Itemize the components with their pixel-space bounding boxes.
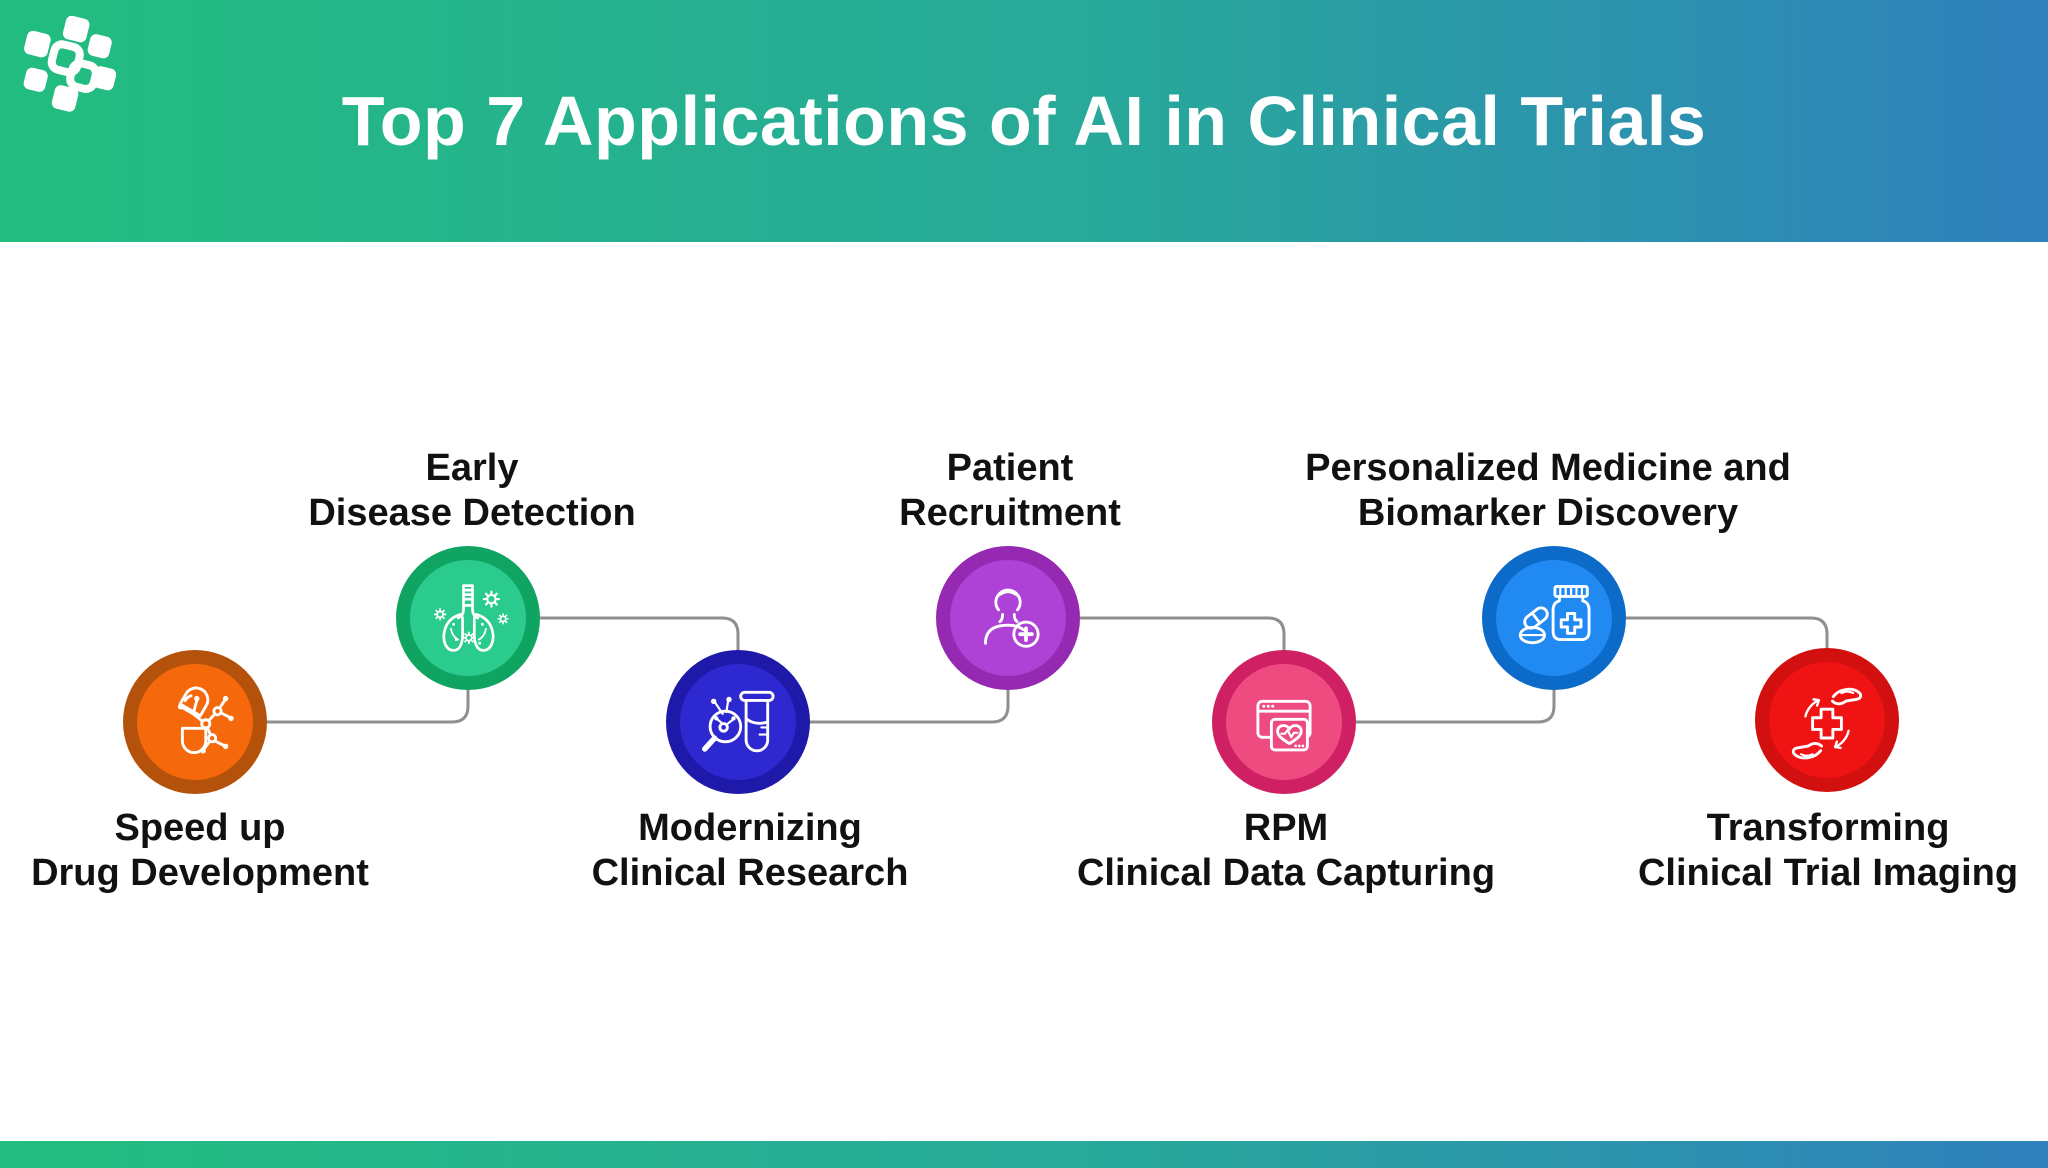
- label-line: Transforming: [1706, 807, 1950, 849]
- lungs-virus-icon: [433, 584, 509, 652]
- node-transforming-clinical-trial-imaging: [1755, 648, 1899, 792]
- label-personalized-medicine-biomarker-discovery: Personalized Medicine and Biomarker Disc…: [1238, 446, 1858, 536]
- node-patient-recruitment: [936, 546, 1080, 690]
- hands-cross-arrows-icon: [1791, 687, 1863, 760]
- label-rpm-clinical-data-capturing: RPM Clinical Data Capturing: [976, 806, 1596, 896]
- label-line: Patient: [946, 447, 1074, 489]
- node-inner-circle: [1496, 560, 1612, 676]
- node-inner-circle: [680, 664, 796, 780]
- label-line: Recruitment: [899, 492, 1121, 534]
- label-early-disease-detection: Early Disease Detection: [162, 446, 782, 536]
- node-early-disease-detection: [396, 546, 540, 690]
- label-line: Biomarker Discovery: [1357, 492, 1739, 534]
- label-line: Clinical Data Capturing: [1076, 852, 1496, 894]
- footer-bar: [0, 1141, 2048, 1168]
- magnifier-testtube-icon: [702, 690, 775, 753]
- label-line: RPM: [1243, 807, 1329, 849]
- node-inner-circle: [950, 560, 1066, 676]
- label-line: Clinical Trial Imaging: [1637, 852, 2019, 894]
- label-line: Modernizing: [638, 807, 862, 849]
- monitor-heart-icon: [1256, 699, 1312, 752]
- connector-4: [1080, 616, 1286, 668]
- label-line: Clinical Research: [591, 852, 909, 894]
- label-transforming-clinical-trial-imaging: Transforming Clinical Trial Imaging: [1518, 806, 2048, 896]
- node-modernizing-clinical-research: [666, 650, 810, 794]
- company-logo: [23, 16, 117, 112]
- node-inner-circle: [410, 560, 526, 676]
- label-line: Early: [425, 447, 519, 489]
- connector-6: [1626, 616, 1829, 666]
- label-line: Personalized Medicine and: [1305, 447, 1791, 489]
- label-patient-recruitment: Patient Recruitment: [700, 446, 1320, 536]
- node-personalized-medicine-biomarker-discovery: [1482, 546, 1626, 690]
- header-banner: Top 7 Applications of AI in Clinical Tri…: [0, 0, 2048, 242]
- label-line: Disease Detection: [308, 492, 636, 534]
- connector-5: [1356, 672, 1556, 724]
- label-line: Drug Development: [31, 852, 369, 894]
- connector-3: [810, 672, 1010, 724]
- patient-plus-icon: [984, 588, 1040, 648]
- connector-1: [195, 672, 470, 724]
- node-speed-up-drug-development: [123, 650, 267, 794]
- connector-2: [540, 616, 740, 668]
- node-inner-circle: [1226, 664, 1342, 780]
- node-rpm-clinical-data-capturing: [1212, 650, 1356, 794]
- label-line: Speed up: [114, 807, 286, 849]
- label-speed-up-drug-development: Speed up Drug Development: [0, 806, 510, 896]
- medicine-bottle-pills-icon: [1518, 585, 1591, 645]
- page-title: Top 7 Applications of AI in Clinical Tri…: [341, 82, 1707, 160]
- node-inner-circle: [1769, 662, 1885, 778]
- node-inner-circle: [137, 664, 253, 780]
- capsule-molecule-icon: [177, 686, 234, 754]
- label-modernizing-clinical-research: Modernizing Clinical Research: [440, 806, 1060, 896]
